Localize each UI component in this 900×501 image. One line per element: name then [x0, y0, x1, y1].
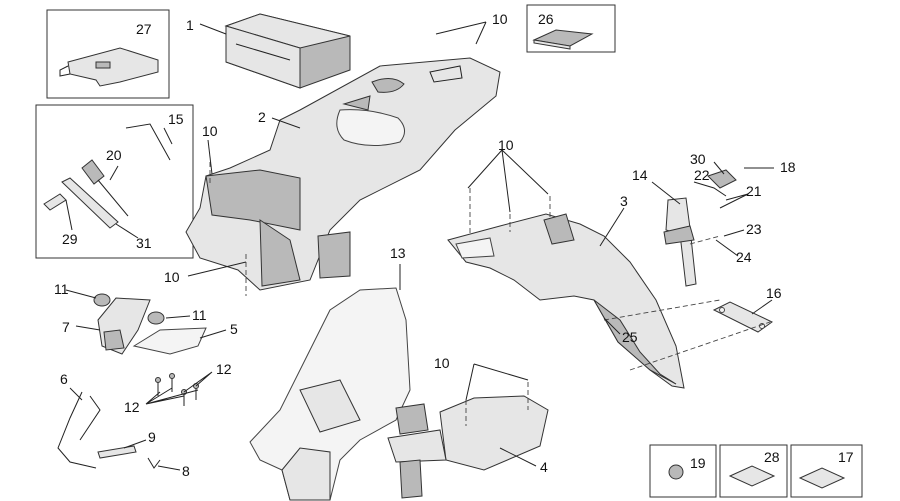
callout-28: 28 — [764, 449, 780, 465]
callout-26: 26 — [538, 11, 554, 27]
part-30-clip — [707, 169, 737, 189]
callout-12b: 12 — [124, 399, 140, 415]
inset-box-19 — [649, 444, 717, 498]
part-28-clip — [728, 465, 776, 487]
part-13-inner-shield — [249, 287, 411, 501]
callout-20: 20 — [106, 147, 122, 163]
callout-9: 9 — [148, 429, 156, 445]
callout-5: 5 — [230, 321, 238, 337]
inset-box-17 — [790, 444, 863, 498]
part-11-bushing — [93, 293, 165, 325]
callout-2: 2 — [258, 109, 266, 125]
callout-10d: 10 — [498, 137, 514, 153]
inset-box-15-31 — [35, 104, 194, 259]
callout-7: 7 — [62, 319, 70, 335]
part-7-bracket — [97, 297, 151, 355]
callout-15: 15 — [168, 111, 184, 127]
part-15-allen-key — [125, 123, 171, 161]
callout-18: 18 — [780, 159, 796, 175]
callout-10c: 10 — [492, 11, 508, 27]
callout-labels: 1 2 3 4 5 6 7 8 9 10 10 10 10 10 11 11 1… — [54, 11, 854, 479]
callout-10b: 10 — [164, 269, 180, 285]
part-19-grommet — [668, 464, 684, 480]
part-16-strip — [712, 301, 773, 333]
callout-25: 25 — [622, 329, 638, 345]
part-4-cover — [387, 395, 549, 499]
inset-box-28 — [719, 444, 788, 498]
inset-box-27 — [46, 9, 170, 99]
part-9-pin — [97, 445, 137, 459]
callout-10a: 10 — [202, 123, 218, 139]
callout-13: 13 — [390, 245, 406, 261]
part-2-body-frame — [185, 57, 501, 291]
part-3-rear-mudguard — [447, 213, 685, 389]
callout-8: 8 — [182, 463, 190, 479]
callout-3: 3 — [620, 193, 628, 209]
callout-11a: 11 — [54, 281, 69, 297]
callout-17: 17 — [838, 449, 854, 465]
callout-16: 16 — [766, 285, 782, 301]
callout-1: 1 — [186, 17, 194, 33]
callout-30: 30 — [690, 151, 706, 167]
callout-11b: 11 — [192, 307, 207, 323]
callout-29: 29 — [62, 231, 78, 247]
part-29-box-spanner — [43, 177, 119, 229]
callout-19: 19 — [690, 455, 706, 471]
callout-21: 21 — [746, 183, 762, 199]
part-14-bracket — [663, 197, 697, 287]
assembly-lines — [209, 162, 771, 426]
leader-lines — [65, 21, 774, 471]
callout-4: 4 — [540, 459, 548, 475]
callout-27: 27 — [136, 21, 152, 37]
part-26-pad — [532, 29, 594, 50]
callout-14: 14 — [632, 167, 648, 183]
callout-12a: 12 — [216, 361, 232, 377]
callout-23: 23 — [746, 221, 762, 237]
callout-24: 24 — [736, 249, 752, 265]
part-20-screwdriver — [81, 159, 129, 217]
part-27-bracket-plate — [59, 47, 159, 87]
callout-10e: 10 — [434, 355, 450, 371]
part-8-clip — [147, 457, 161, 469]
inset-box-26 — [526, 4, 616, 53]
part-1-lid — [224, 13, 351, 89]
part-17-clip — [798, 467, 846, 489]
callout-6: 6 — [60, 371, 68, 387]
part-5-plate — [132, 327, 207, 355]
part-6-rod — [57, 391, 101, 469]
callout-22: 22 — [694, 167, 710, 183]
callout-31: 31 — [136, 235, 152, 251]
